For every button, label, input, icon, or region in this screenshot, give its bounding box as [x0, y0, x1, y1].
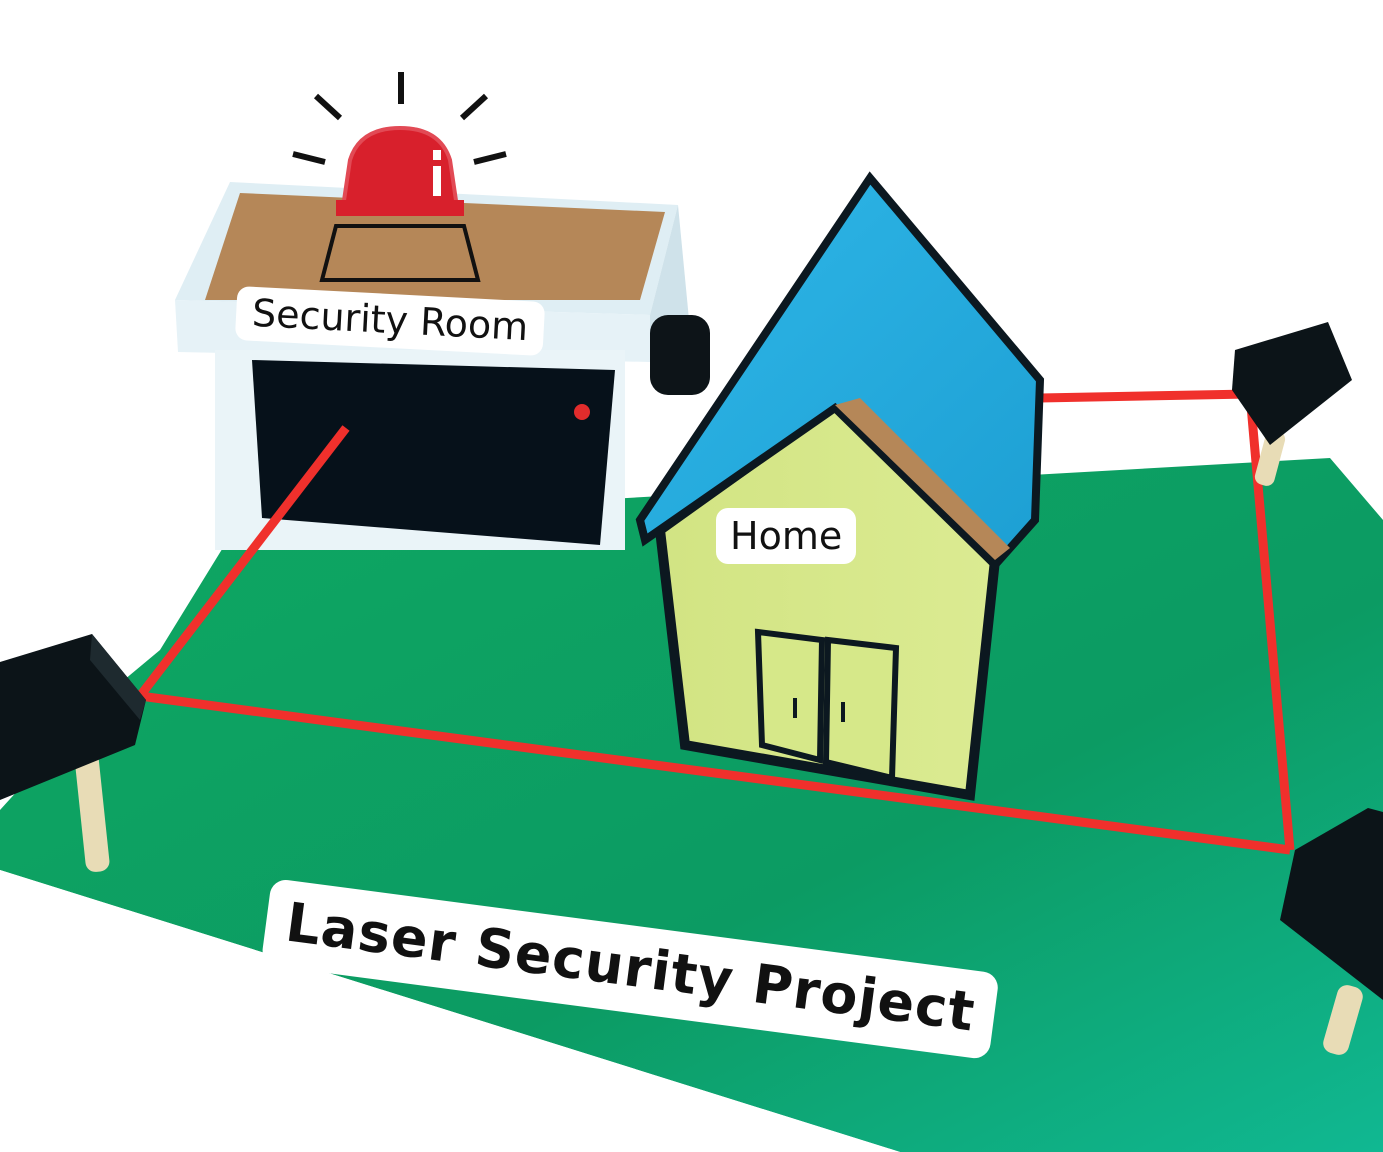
home-model [635, 171, 1045, 801]
laser-sensor-post-left [0, 634, 146, 872]
board-shadow-area [0, 870, 900, 1152]
home-door [754, 628, 900, 782]
laser-sensor-post-bottom-right [1280, 808, 1383, 1055]
laser-sensor-post-top-right [1232, 322, 1352, 486]
home-label: Home [716, 508, 857, 564]
green-board [0, 458, 1383, 1152]
alarm-siren-icon [292, 72, 507, 282]
